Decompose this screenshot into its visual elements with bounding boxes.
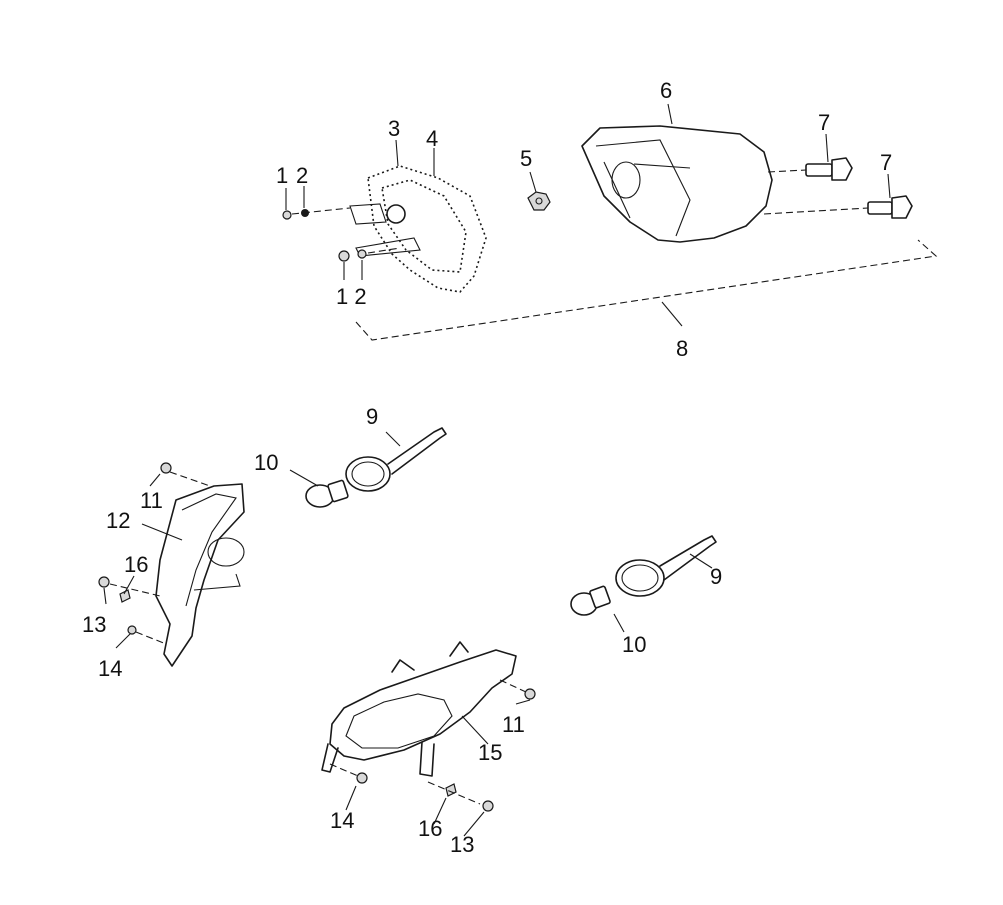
assembly-outline-line <box>355 239 938 341</box>
leader-lines-right <box>345 553 713 837</box>
leader-lines-top <box>285 103 891 327</box>
callout-10: 10 <box>622 632 646 657</box>
callout-11: 11 <box>502 712 525 737</box>
callout-3: 3 <box>388 116 400 141</box>
small-hardware-right <box>329 763 494 812</box>
nut-part <box>527 191 551 211</box>
callout-13: 13 <box>450 832 474 857</box>
callout-6: 6 <box>660 78 672 103</box>
callout-13: 13 <box>82 612 106 637</box>
callout-9: 9 <box>366 404 378 429</box>
callout-5: 5 <box>520 146 532 171</box>
callout-16: 16 <box>418 816 442 841</box>
screw-part <box>282 207 401 262</box>
callout-14: 14 <box>330 808 354 833</box>
callout-2: 2 <box>296 163 308 188</box>
indicator-lens-part-left <box>155 462 245 667</box>
callout-14: 14 <box>98 656 122 681</box>
callout-9: 9 <box>710 564 722 589</box>
callout-15: 15 <box>478 740 502 765</box>
indicator-lens-part-right <box>321 641 536 777</box>
callout-1-2: 1 2 <box>336 284 367 309</box>
bulb-part-right <box>570 585 611 616</box>
bolt-part <box>763 157 913 219</box>
bulb-socket-part-left <box>345 427 447 492</box>
callout-7: 7 <box>880 150 892 175</box>
bracket-plate-part <box>349 165 487 293</box>
callout-4: 4 <box>426 126 438 151</box>
callout-12: 12 <box>106 508 130 533</box>
callout-8: 8 <box>676 336 688 361</box>
bulb-socket-part-right <box>615 535 717 597</box>
leader-lines-left <box>103 431 401 649</box>
callout-1: 1 <box>276 163 288 188</box>
small-hardware-left <box>98 576 167 645</box>
callout-7: 7 <box>818 110 830 135</box>
callout-10: 10 <box>254 450 278 475</box>
callout-labels: 1 2 3 4 5 6 7 7 1 2 8 9 10 11 12 16 13 1… <box>82 78 892 857</box>
bulb-part-left <box>305 479 349 508</box>
callout-11: 11 <box>140 488 163 513</box>
callout-16: 16 <box>124 552 148 577</box>
headlight-housing-part <box>581 125 773 243</box>
